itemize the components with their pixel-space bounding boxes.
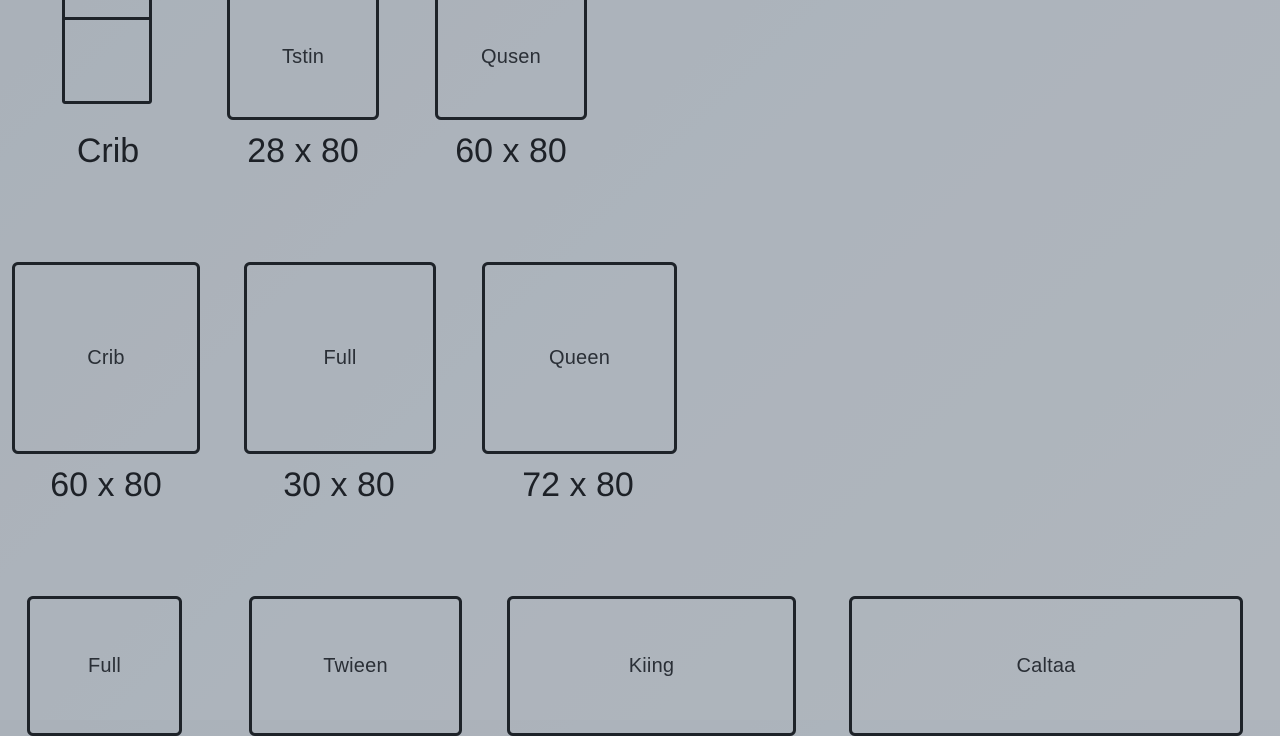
crib-caption-top: Crib — [76, 132, 140, 170]
bed-box-qusen: Qusen — [435, 0, 587, 120]
full-size-caption: 30 x 80 — [283, 466, 395, 504]
bed-label-full-small: Full — [87, 654, 122, 677]
crib-icon — [62, 0, 152, 104]
bed-label-crib: Crib — [87, 346, 125, 369]
queen-size-caption: 72 x 80 — [522, 466, 634, 504]
bed-box-full-small: Full — [27, 596, 182, 736]
bed-box-caltaa: Caltaa — [849, 596, 1243, 736]
bed-label-full: Full — [323, 346, 357, 369]
bed-box-queen: Queen — [482, 262, 677, 454]
bed-box-kiing: Kiing — [507, 596, 796, 736]
bed-label-qusen: Qusen — [481, 45, 541, 68]
bed-box-full: Full — [244, 262, 436, 454]
bed-label-twieen: Twieen — [323, 654, 388, 677]
qusen-size-caption: 60 x 80 — [455, 132, 567, 170]
bed-label-tstin: Tstin — [281, 45, 325, 68]
bed-box-twieen: Twieen — [249, 596, 462, 736]
crib-rail — [65, 17, 149, 20]
bed-label-queen: Queen — [548, 346, 611, 369]
bed-box-tstin: Tstin — [227, 0, 379, 120]
crib-size-caption: 60 x 80 — [50, 466, 162, 504]
tstin-size-caption: 28 x 80 — [247, 132, 359, 170]
bed-label-kiing: Kiing — [628, 654, 675, 677]
bed-label-caltaa: Caltaa — [1016, 654, 1076, 677]
bed-box-crib: Crib — [12, 262, 200, 454]
